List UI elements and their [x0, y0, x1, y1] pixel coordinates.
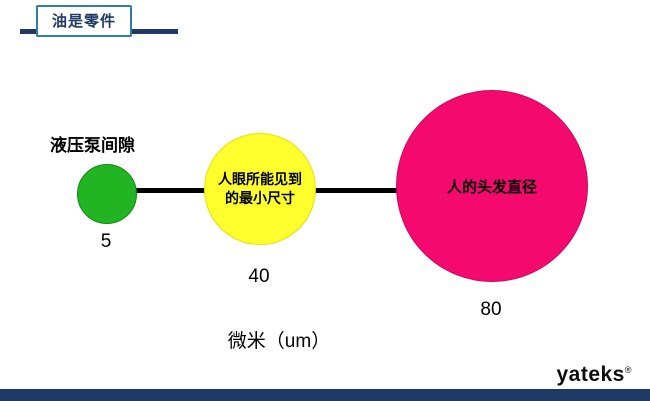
circle-hair-diameter: 人的头发直径: [396, 90, 588, 282]
title-badge: 油是零件: [36, 5, 133, 37]
value-eye-visible-min: 40: [248, 266, 270, 287]
brand-name: yateks: [556, 363, 625, 386]
circle-hair-diameter-text: 人的头发直径: [446, 178, 537, 196]
registered-mark: ®: [624, 365, 632, 375]
unit-label: 微米（um）: [227, 331, 331, 352]
pump-clearance-label: 液压泵间隙: [50, 136, 135, 155]
circle-eye-visible-min-text-line1: 人眼所能见到: [218, 171, 302, 188]
bottom-navy-bar: [0, 389, 650, 401]
value-pump-clearance: 5: [100, 231, 112, 252]
brand-logo: yateks®: [556, 363, 632, 387]
circle-pump-clearance: [77, 164, 137, 224]
circle-eye-visible-min: 人眼所能见到 的最小尺寸: [204, 133, 316, 245]
title-badge-label: 油是零件: [52, 13, 117, 30]
circle-eye-visible-min-text-line2: 的最小尺寸: [225, 190, 295, 206]
value-hair-diameter: 80: [480, 299, 502, 320]
